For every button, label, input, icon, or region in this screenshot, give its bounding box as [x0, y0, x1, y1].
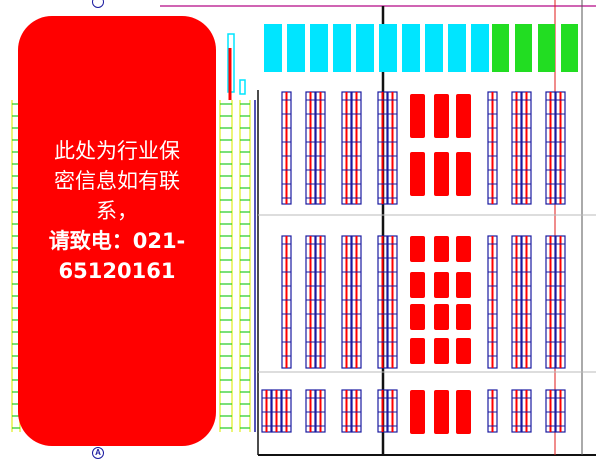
storage-block [410, 390, 425, 434]
cyan-zone-block [448, 24, 466, 72]
storage-block [456, 338, 471, 364]
cyan-zone-block [264, 24, 282, 72]
notice-line-4: 请致电：021- [48, 229, 186, 253]
green-zone-block [492, 24, 509, 72]
grid-marker-bottom: A [92, 447, 104, 459]
storage-block [434, 272, 449, 298]
storage-block [434, 338, 449, 364]
cyan-zone-block [425, 24, 443, 72]
storage-block [456, 390, 471, 434]
confidential-notice: 此处为行业保 密信息如有联 系， 请致电：021- 65120161 [18, 16, 216, 446]
rack-rows [261, 91, 566, 433]
storage-block [456, 94, 471, 138]
notice-line-5: 65120161 [58, 259, 176, 283]
cyan-zone-block [356, 24, 374, 72]
red-storage-blocks [410, 94, 471, 434]
storage-block [434, 390, 449, 434]
grid-marker-label: A [95, 448, 101, 457]
storage-block [456, 236, 471, 262]
notice-text: 此处为行业保 密信息如有联 系， 请致电：021- 65120161 [32, 136, 202, 286]
cyan-zone-block [310, 24, 328, 72]
storage-block [410, 94, 425, 138]
cyan-marker-short [239, 79, 246, 95]
storage-block [410, 272, 425, 298]
grid-marker-top [92, 0, 104, 8]
cyan-zone-block [379, 24, 397, 72]
storage-block [434, 236, 449, 262]
green-zone-block [561, 24, 578, 72]
notice-line-1: 此处为行业保 [54, 139, 180, 163]
cyan-storage-zone [264, 24, 489, 72]
storage-block [410, 152, 425, 196]
storage-block [456, 304, 471, 330]
notice-line-2: 密信息如有联 [54, 169, 180, 193]
green-storage-zone [492, 24, 578, 72]
cyan-zone-block [471, 24, 489, 72]
storage-block [456, 272, 471, 298]
cyan-zone-block [333, 24, 351, 72]
cyan-zone-block [287, 24, 305, 72]
storage-block [410, 304, 425, 330]
notice-line-3: 系， [96, 199, 138, 223]
storage-block [410, 338, 425, 364]
storage-block [456, 152, 471, 196]
building-outline [160, 0, 596, 456]
green-zone-block [538, 24, 555, 72]
cyan-zone-block [402, 24, 420, 72]
storage-block [434, 94, 449, 138]
storage-block [410, 236, 425, 262]
green-zone-block [515, 24, 532, 72]
storage-block [434, 152, 449, 196]
storage-block [434, 304, 449, 330]
